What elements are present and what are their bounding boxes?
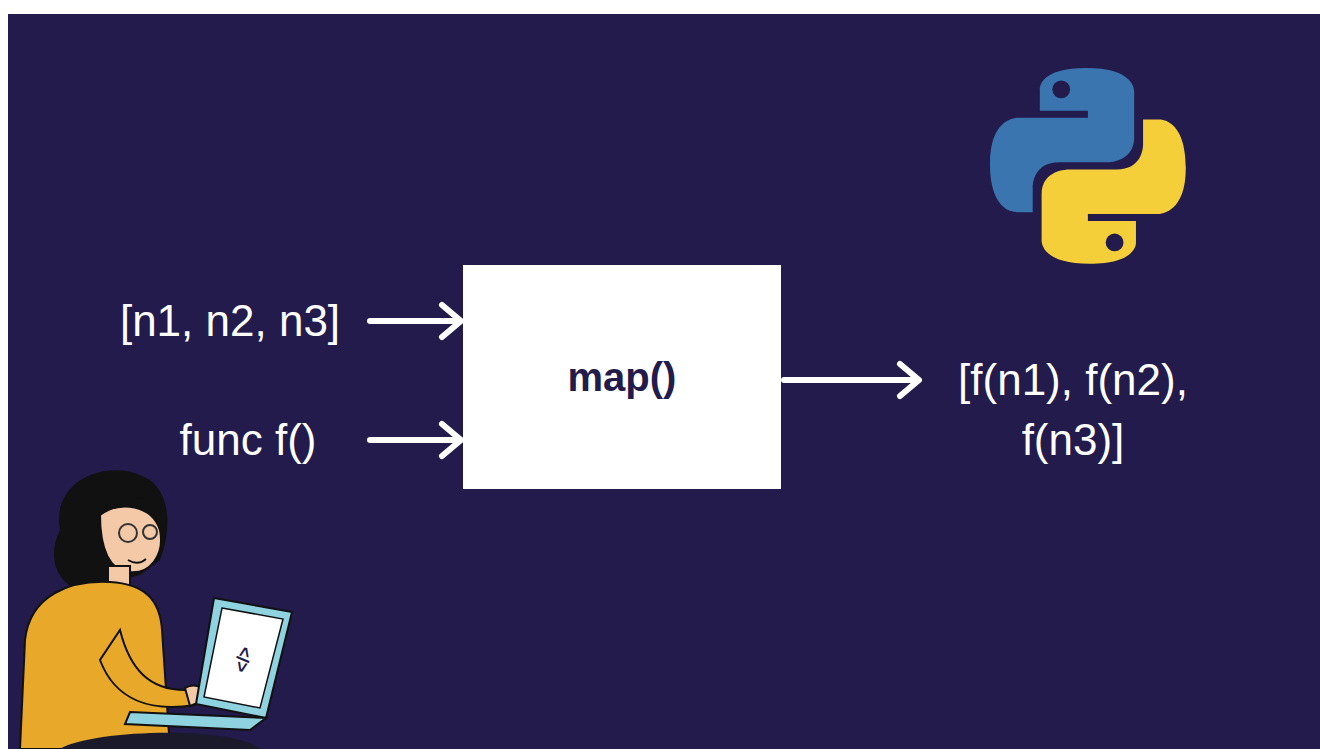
glasses: [143, 525, 157, 539]
woman-illustration: [20, 470, 292, 749]
hair: [54, 470, 167, 590]
function-name: map(): [568, 355, 677, 400]
laptop-screen: [204, 608, 283, 708]
face: [100, 507, 161, 573]
arm: [100, 630, 195, 707]
logo-eye: [1052, 80, 1070, 98]
arrow-head: [900, 364, 919, 396]
code-icon: </>: [231, 645, 258, 675]
logo-yellow: [1042, 120, 1186, 264]
function-arrow: [370, 437, 460, 443]
input-list: [n1, n2, n3]: [120, 291, 340, 351]
legs: [60, 733, 260, 749]
laptop-lid: [196, 598, 292, 718]
logo-eye: [1106, 234, 1124, 252]
output-arrow: [784, 377, 918, 383]
arrow-head: [442, 424, 461, 456]
laptop-base: [125, 712, 266, 730]
glasses: [119, 524, 137, 542]
arrow-head: [442, 305, 461, 337]
function-box: map(): [463, 265, 781, 489]
background-panel: [8, 14, 1320, 749]
function-label: func f(): [180, 410, 317, 470]
smile: [128, 559, 146, 563]
input-arrow: [370, 318, 460, 324]
output-list: [f(n1), f(n2), f(n3)]: [928, 350, 1218, 470]
fringe: [90, 478, 150, 521]
python-logo: [990, 68, 1186, 264]
